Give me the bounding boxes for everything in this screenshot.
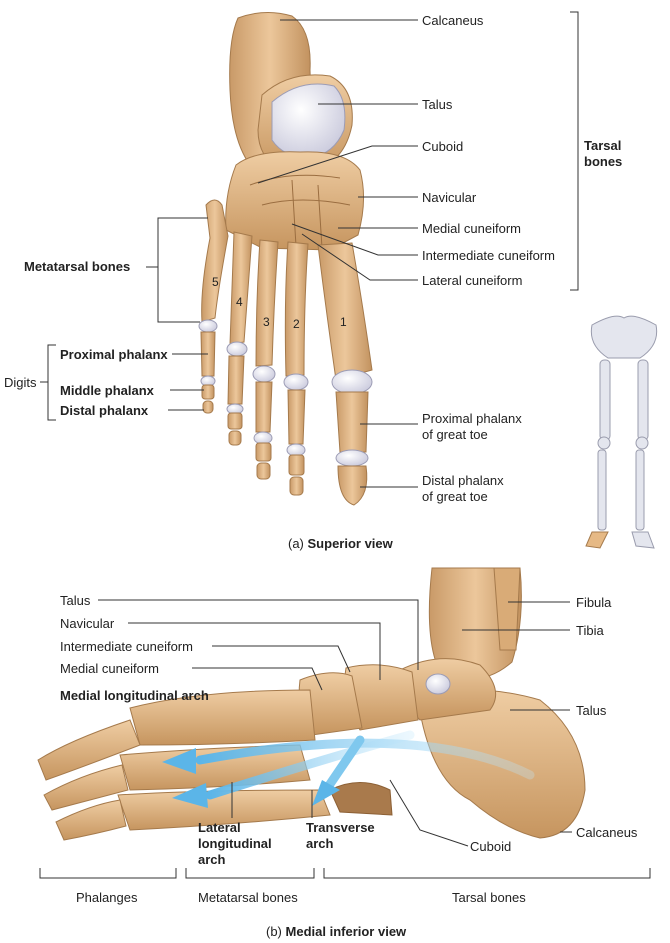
- label-proximal-phalanx-great-toe-1: Proximal phalanx: [422, 411, 522, 426]
- label-cuboid-medial: Cuboid: [470, 839, 512, 854]
- metatarsal-number-1: 1: [340, 315, 347, 329]
- metatarsal-number-3: 3: [263, 315, 270, 329]
- proximal-phalanx-3: [255, 381, 273, 433]
- caption-superior-view: (a) Superior view: [288, 536, 393, 551]
- label-talus-right: Talus: [576, 703, 607, 718]
- caption-medial-view: (b) Medial inferior view: [266, 924, 406, 939]
- label-cuboid: Cuboid: [422, 139, 464, 154]
- label-intermediate-cuneiform-medial: Intermediate cuneiform: [60, 639, 193, 654]
- metatarsal-medial: [129, 689, 316, 746]
- label-lateral-arch-2: longitudinal: [198, 836, 272, 851]
- label-middle-phalanx: Middle phalanx: [60, 383, 154, 398]
- label-talus-top: Talus: [60, 593, 91, 608]
- caption-medial-prefix: (b): [266, 924, 282, 939]
- label-calcaneus-medial: Calcaneus: [576, 825, 638, 840]
- medial-leader-lines: [39, 599, 651, 879]
- caption-superior-prefix: (a): [288, 536, 304, 551]
- label-navicular: Navicular: [422, 190, 477, 205]
- metatarsal-3: [255, 239, 279, 367]
- metatarsal-1: [317, 242, 373, 381]
- arch-arrows: [162, 730, 535, 808]
- label-tibia: Tibia: [576, 623, 604, 638]
- label-proximal-phalanx: Proximal phalanx: [60, 347, 168, 362]
- label-medial-cuneiform: Medial cuneiform: [422, 221, 521, 236]
- label-medial-cuneiform-medial: Medial cuneiform: [60, 661, 159, 676]
- skeleton-inset: [585, 315, 658, 549]
- label-distal-phalanx-great-toe-1: Distal phalanx: [422, 473, 504, 488]
- superior-leader-lines: [40, 11, 579, 488]
- proximal-phalanx-1: [335, 391, 369, 453]
- metatarsal-5: [201, 199, 229, 323]
- metatarsal-4: [229, 231, 253, 345]
- metatarsal-number-4: 4: [236, 295, 243, 309]
- superior-view-foot: [198, 12, 373, 506]
- label-tarsal-bones-2: bones: [584, 154, 623, 169]
- label-lateral-arch-3: arch: [198, 852, 226, 867]
- distal-phalanx-1: [337, 465, 368, 506]
- label-calcaneus: Calcaneus: [422, 13, 484, 28]
- label-distal-phalanx: Distal phalanx: [60, 403, 149, 418]
- proximal-phalanx-4: [227, 355, 245, 405]
- label-talus: Talus: [422, 97, 453, 112]
- proximal-phalanx-2: [287, 389, 306, 445]
- label-navicular-medial: Navicular: [60, 616, 115, 631]
- label-tarsal-bones-medial: Tarsal bones: [452, 890, 526, 905]
- metatarsal-2: [284, 241, 309, 377]
- label-metatarsal-bones-medial: Metatarsal bones: [198, 890, 298, 905]
- label-intermediate-cuneiform: Intermediate cuneiform: [422, 248, 555, 263]
- label-lateral-cuneiform: Lateral cuneiform: [422, 273, 523, 288]
- label-phalanges: Phalanges: [76, 890, 138, 905]
- label-lateral-arch-1: Lateral: [198, 820, 241, 835]
- label-digits: Digits: [4, 375, 37, 390]
- metatarsal-number-5: 5: [212, 275, 219, 289]
- medial-view-foot: [37, 567, 586, 841]
- metatarsal-number-2: 2: [293, 317, 300, 331]
- label-tarsal-bones-1: Tarsal: [584, 138, 622, 153]
- label-transverse-arch-1: Transverse: [306, 820, 375, 835]
- label-proximal-phalanx-great-toe-2: of great toe: [422, 427, 488, 442]
- label-metatarsal-bones: Metatarsal bones: [24, 259, 131, 274]
- caption-medial-title: Medial inferior view: [285, 924, 407, 939]
- label-transverse-arch-2: arch: [306, 836, 334, 851]
- caption-superior-title: Superior view: [307, 536, 393, 551]
- label-distal-phalanx-great-toe-2: of great toe: [422, 489, 488, 504]
- label-medial-longitudinal-arch: Medial longitudinal arch: [60, 688, 209, 703]
- label-fibula: Fibula: [576, 595, 612, 610]
